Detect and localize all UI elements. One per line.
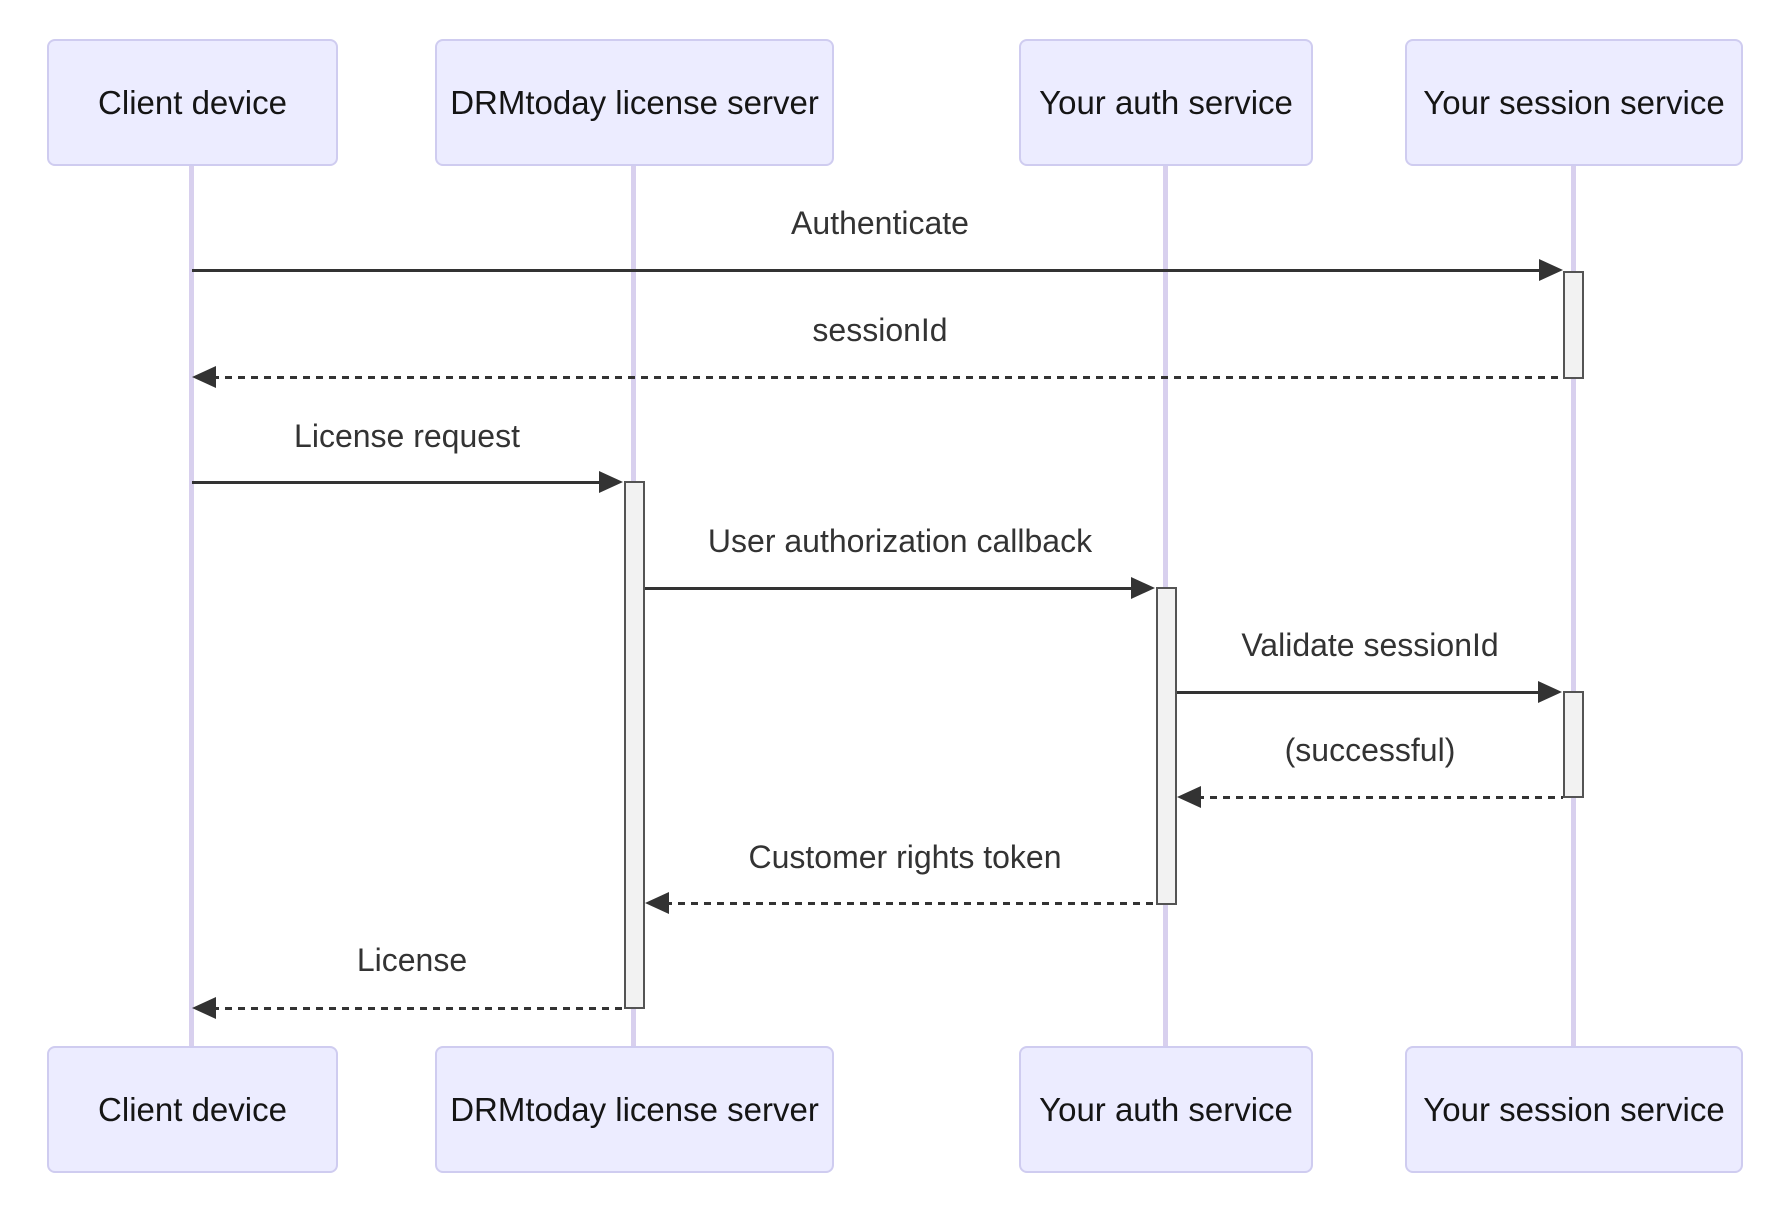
actor-bottom-drmtoday: DRMtoday license server	[435, 1046, 834, 1173]
arrowhead-right-icon	[599, 471, 623, 493]
arrowhead-left-icon	[192, 997, 216, 1019]
actor-top-session: Your session service	[1405, 39, 1743, 166]
activation-bar-session-1	[1563, 271, 1584, 379]
arrowhead-left-icon	[1177, 786, 1201, 808]
message-line-customer-rights-token	[665, 902, 1155, 905]
arrowhead-right-icon	[1539, 259, 1563, 281]
message-label-successful: (successful)	[1284, 732, 1456, 768]
message-line-validate-sessionid	[1177, 691, 1541, 694]
actor-bottom-client: Client device	[47, 1046, 338, 1173]
arrowhead-right-icon	[1538, 681, 1562, 703]
arrowhead-left-icon	[645, 892, 669, 914]
message-line-successful	[1197, 796, 1563, 799]
actor-label: DRMtoday license server	[450, 83, 819, 121]
message-line-license-request	[192, 481, 602, 484]
actor-bottom-auth: Your auth service	[1019, 1046, 1313, 1173]
message-label-validate-sessionid: Validate sessionId	[1241, 627, 1499, 663]
message-line-license	[212, 1007, 624, 1010]
message-label-sessionid: sessionId	[812, 312, 948, 348]
actor-top-drmtoday: DRMtoday license server	[435, 39, 834, 166]
activation-bar-drmtoday	[624, 481, 645, 1009]
message-label-license: License	[356, 942, 468, 978]
activation-bar-auth	[1156, 587, 1177, 905]
arrowhead-right-icon	[1131, 577, 1155, 599]
actor-top-auth: Your auth service	[1019, 39, 1313, 166]
actor-label: Your auth service	[1039, 1090, 1293, 1128]
actor-label: DRMtoday license server	[450, 1090, 819, 1128]
actor-label: Client device	[98, 1090, 287, 1128]
lifeline-session	[1571, 166, 1576, 1046]
message-line-sessionid	[212, 376, 1563, 379]
message-label-license-request: License request	[294, 418, 520, 454]
actor-label: Client device	[98, 83, 287, 121]
actor-label: Your session service	[1423, 1090, 1725, 1128]
actor-bottom-session: Your session service	[1405, 1046, 1743, 1173]
message-label-user-authorization-callback: User authorization callback	[707, 523, 1093, 559]
message-label-customer-rights-token: Customer rights token	[748, 839, 1062, 875]
message-label-authenticate: Authenticate	[791, 205, 969, 241]
actor-top-client: Client device	[47, 39, 338, 166]
lifeline-client	[189, 166, 194, 1046]
activation-bar-session-2	[1563, 691, 1584, 798]
actor-label: Your session service	[1423, 83, 1725, 121]
message-line-user-authorization-callback	[645, 587, 1135, 590]
arrowhead-left-icon	[192, 366, 216, 388]
actor-label: Your auth service	[1039, 83, 1293, 121]
message-line-authenticate	[192, 269, 1544, 272]
